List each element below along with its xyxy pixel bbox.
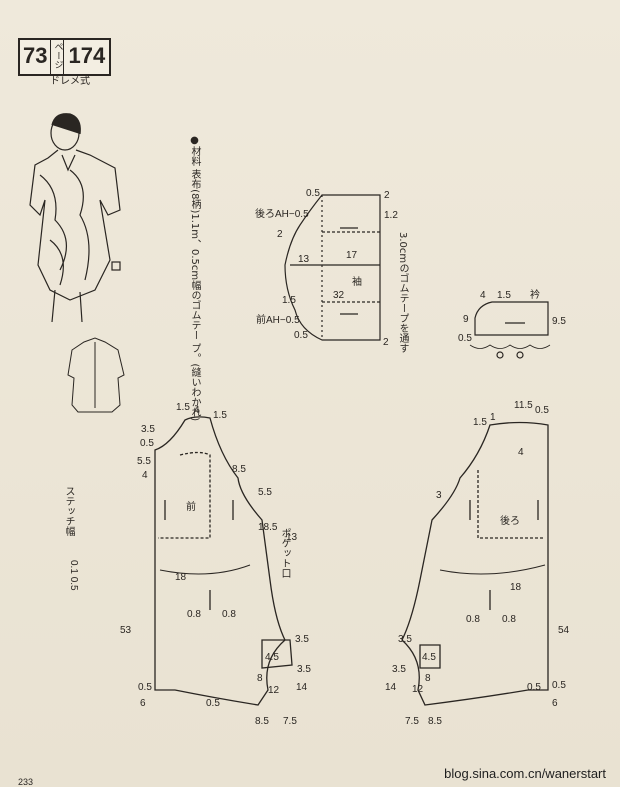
pattern-number: 73 [23, 43, 48, 68]
label: 3.5 [295, 634, 309, 645]
label: 0.5 [294, 330, 308, 341]
collar-pattern [469, 301, 551, 359]
page-label: ページ [50, 40, 65, 74]
label: 4 [518, 447, 524, 458]
label: 18.5 [258, 522, 278, 533]
label: 54 [558, 625, 570, 636]
label: 18 [175, 572, 187, 583]
sleeve-title: 袖 [352, 275, 362, 288]
label: 8.5 [232, 464, 246, 475]
label: 0.5 [552, 680, 566, 691]
materials-line-2: プ。(縫いわかれ) [189, 343, 200, 422]
collar-labels: 衿 4 1.5 9 0.5 9.5 [458, 288, 566, 344]
label: 1.5 [497, 290, 511, 301]
label: 1.2 [384, 210, 398, 221]
stitch-values: 0.1 0.5 [68, 560, 79, 591]
label: 4 [142, 470, 148, 481]
label: 3 [436, 490, 442, 501]
label: 0.5 [138, 682, 152, 693]
page-number: 233 [18, 777, 34, 787]
label: 8.5 [428, 716, 442, 727]
label: 3.5 [392, 664, 406, 675]
materials-line-1: ●材料 表布(8柄)1.1m、0.5cm幅のゴムテー [189, 135, 200, 341]
label: 3.5 [398, 634, 412, 645]
label: 0.5 [458, 333, 472, 344]
label: 2 [384, 190, 390, 201]
label: 0.8 [222, 609, 236, 620]
label: 0.5 [306, 188, 320, 199]
front-bodice-pattern [154, 416, 293, 706]
label: 8.5 [255, 716, 269, 727]
label: 18 [510, 582, 522, 593]
label: 4.5 [265, 652, 279, 663]
label: 4 [480, 290, 486, 301]
back-view-sketch-icon [67, 337, 125, 413]
label: 4 [194, 405, 200, 416]
label: 2 [277, 229, 283, 240]
label: 9 [463, 314, 469, 325]
label: 0.5 [140, 438, 154, 449]
label: 12 [412, 684, 424, 695]
label: 3.5 [297, 664, 311, 675]
label: 13 [286, 532, 298, 543]
front-labels: 前 1.5 4 1.5 3.5 0.5 5.5 4 8.5 5.5 18.5 1… [120, 402, 311, 727]
back-title: 後ろ [500, 514, 520, 527]
label: 1 [490, 412, 496, 423]
label: 後ろAH−0.5 [255, 207, 309, 220]
style-label: ドレメ式 [50, 76, 90, 87]
materials-text: ●材料 表布(8柄)1.1m、0.5cm幅のゴムテー プ。(縫いわかれ) [188, 135, 200, 421]
label: 53 [120, 625, 132, 636]
label: 0.5 [535, 405, 549, 416]
label: 4.5 [422, 652, 436, 663]
label: 0.8 [466, 614, 480, 625]
label: 12 [268, 685, 280, 696]
pattern-number-badge: 73 ページ 174 [18, 38, 112, 76]
gum-note: 3.0cmのゴムテープを通す [397, 232, 408, 354]
label: 14 [385, 682, 397, 693]
blog-watermark: blog.sina.com.cn/wanerstart [444, 766, 606, 781]
model-figure-icon [29, 113, 121, 323]
label: 8 [425, 673, 431, 684]
label: 6 [552, 698, 558, 709]
front-title: 前 [186, 500, 196, 513]
page-number-ref: 174 [68, 43, 106, 68]
collar-title: 衿 [530, 288, 540, 301]
label: 17 [346, 250, 358, 261]
label: 14 [296, 682, 308, 693]
label: 1.5 [213, 410, 227, 421]
label: 1.5 [176, 402, 190, 413]
back-bodice-pattern [401, 421, 549, 706]
label: 7.5 [405, 716, 419, 727]
stitch-value-1: 0.1 [68, 560, 79, 574]
label: 0.8 [187, 609, 201, 620]
label: 6 [140, 698, 146, 709]
label: 9.5 [552, 316, 566, 327]
label: 13 [298, 254, 310, 265]
label: 32 [333, 290, 345, 301]
label: 3.5 [141, 424, 155, 435]
back-labels: 後ろ 11.5 0.5 1.5 1 4 3 18 0.8 0.8 54 3.5 … [385, 400, 570, 727]
stitch-width-note: ステッチ幅 [62, 486, 74, 536]
sleeve-pattern [284, 194, 381, 341]
label: 5.5 [137, 456, 151, 467]
label: 2 [383, 337, 389, 348]
label: 0.8 [502, 614, 516, 625]
label: 1.5 [473, 417, 487, 428]
label: 1.5 [282, 295, 296, 306]
stitch-value-2: 0.5 [68, 576, 79, 591]
label: 前AH−0.5 [256, 313, 300, 326]
sleeve-labels: 0.5 後ろAH−0.5 2 13 17 袖 32 1.5 前AH−0.5 0.… [255, 188, 398, 348]
label: 7.5 [283, 716, 297, 727]
label: 8 [257, 673, 263, 684]
stitch-label: ステッチ幅 [63, 486, 74, 536]
label: 0.5 [206, 698, 220, 709]
label: 0.5 [527, 682, 541, 693]
pocket-note: ポケット口 [279, 528, 290, 578]
label: 5.5 [258, 487, 272, 498]
label: 11.5 [514, 400, 533, 411]
